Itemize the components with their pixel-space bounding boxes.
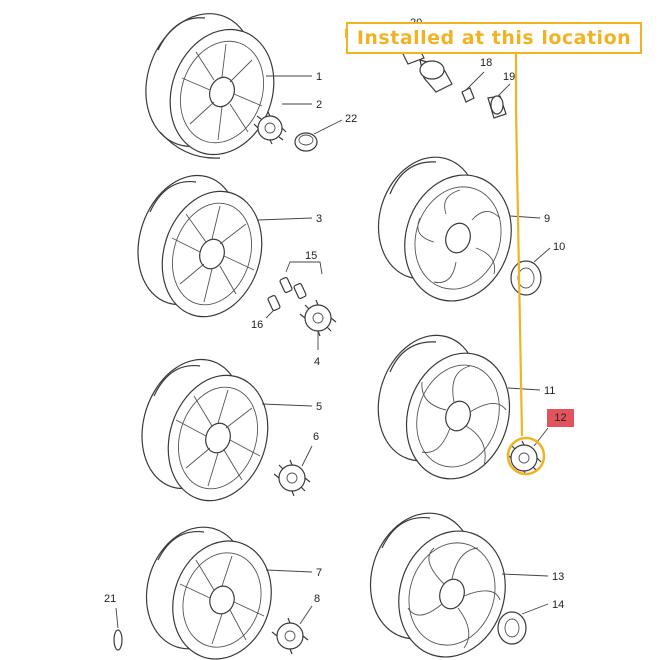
leader-6	[301, 445, 313, 467]
part-label-11: 11	[544, 385, 555, 397]
wheel-3	[137, 174, 263, 318]
part-label-5: 5	[316, 401, 322, 413]
part-label-1: 1	[316, 71, 322, 83]
leader-8	[299, 605, 313, 625]
leader-5	[261, 403, 313, 407]
leader-3	[257, 217, 313, 221]
installed-location-banner: Installed at this location	[346, 22, 642, 54]
part-label-10: 10	[553, 241, 565, 253]
leader-11	[507, 387, 541, 391]
part-label-8: 8	[314, 593, 320, 605]
part-label-13: 13	[552, 571, 564, 583]
center-cap-6	[273, 459, 311, 497]
part-label-4: 4	[314, 356, 320, 368]
part-label-6: 6	[313, 431, 319, 443]
wheel-13	[369, 512, 506, 658]
part-label-19: 19	[503, 71, 515, 83]
part-label-12-highlight: 12	[547, 409, 574, 427]
wheel-11	[377, 334, 511, 480]
part-label-3: 3	[316, 213, 322, 225]
leader-10	[533, 247, 551, 263]
part-label-14: 14	[552, 599, 564, 611]
part-label-15: 15	[305, 250, 317, 262]
leader-16	[265, 309, 275, 319]
center-cap-4	[299, 299, 337, 337]
center-cap-8	[271, 617, 309, 655]
leader-13	[501, 573, 549, 577]
wheel-7	[145, 526, 272, 660]
leader-15	[285, 261, 323, 275]
leader-18	[465, 71, 485, 91]
leader-12	[533, 427, 549, 447]
leader-22	[313, 119, 343, 135]
part-label-21: 21	[104, 593, 116, 605]
part-label-16: 16	[251, 319, 263, 331]
leader-21	[115, 607, 119, 629]
part-label-9: 9	[544, 213, 550, 225]
highlight-circle	[506, 436, 546, 476]
wheel-1	[145, 13, 275, 159]
part-label-7: 7	[316, 567, 322, 579]
leader-14	[521, 603, 549, 615]
leader-19	[497, 83, 511, 97]
cap-22	[294, 132, 318, 152]
center-cap-14	[497, 611, 527, 645]
center-cap-2	[253, 111, 287, 145]
leader-9	[509, 215, 541, 219]
wheel-9	[377, 156, 512, 302]
valve-21	[113, 629, 123, 651]
center-cap-10	[510, 260, 542, 296]
part-label-18: 18	[480, 57, 492, 69]
part-label-22: 22	[345, 113, 357, 125]
part-label-2: 2	[316, 99, 322, 111]
lug-nuts-15	[267, 277, 307, 311]
wheel-5	[141, 358, 269, 502]
leader-7	[265, 569, 313, 573]
